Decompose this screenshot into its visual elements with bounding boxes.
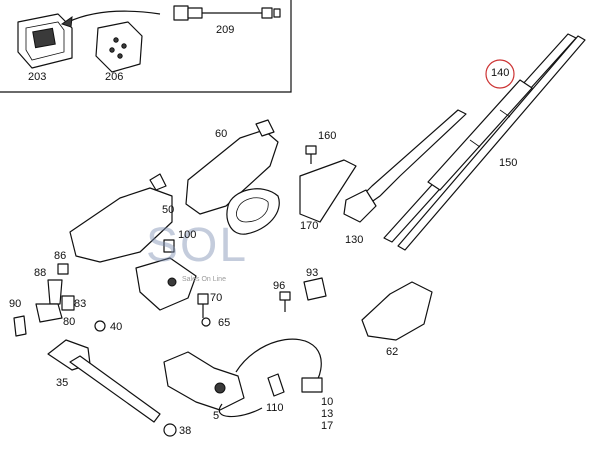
- part-203-connector-block: [17, 13, 73, 69]
- label-35: 35: [56, 377, 69, 389]
- part-130-wiper-arm: [343, 109, 467, 223]
- label-110: 110: [266, 402, 284, 414]
- label-88: 88: [34, 267, 47, 279]
- part-86-nut: [57, 263, 69, 275]
- part-10-connector: [301, 377, 323, 393]
- label-86: 86: [54, 250, 67, 262]
- label-70: 70: [210, 292, 223, 304]
- part-seal-ring: [226, 188, 280, 235]
- label-50: 50: [162, 204, 175, 216]
- part-60-cover: [185, 119, 279, 215]
- watermark-tagline: Sales On Line: [182, 276, 226, 283]
- label-38: 38: [179, 425, 192, 437]
- label-13: 13: [321, 408, 334, 420]
- highlight-circle: [485, 59, 515, 89]
- inset-frame: [0, 0, 292, 93]
- part-50-housing: [69, 173, 173, 263]
- label-203: 203: [28, 71, 47, 83]
- label-10: 10: [321, 396, 334, 408]
- label-5: 5: [213, 410, 220, 422]
- part-110-grommet: [267, 373, 285, 397]
- label-83: 83: [74, 298, 87, 310]
- part-206-socket: [95, 21, 143, 73]
- part-62-bracket: [361, 281, 433, 341]
- arrow-line: [67, 10, 161, 23]
- part-83-spring: [61, 295, 75, 311]
- label-40: 40: [110, 321, 123, 333]
- label-60: 60: [215, 128, 228, 140]
- label-17: 17: [321, 420, 334, 432]
- label-160: 160: [318, 130, 337, 142]
- label-170: 170: [300, 220, 319, 232]
- part-90-clip: [13, 315, 27, 337]
- part-70-bolt: [197, 293, 211, 327]
- label-62: 62: [386, 346, 399, 358]
- label-93: 93: [306, 267, 319, 279]
- label-206: 206: [105, 71, 124, 83]
- part-150-wiper-blade: [383, 33, 586, 251]
- label-80: 80: [63, 316, 76, 328]
- arrow-head: [60, 15, 73, 28]
- part-35-linkage-rod: [47, 339, 177, 437]
- label-150: 150: [499, 157, 518, 169]
- part-96-screw: [279, 291, 291, 312]
- part-40-washer: [94, 320, 106, 332]
- part-88-bolt: [47, 279, 63, 305]
- part-160-screw: [305, 145, 317, 164]
- label-96: 96: [273, 280, 286, 292]
- watermark-logo: SOL: [146, 219, 249, 272]
- part-80-bracket: [35, 303, 63, 323]
- label-140: 140: [491, 67, 510, 79]
- label-90: 90: [9, 298, 22, 310]
- part-93-clip: [303, 277, 327, 301]
- part-5-wiper-motor: [163, 338, 322, 418]
- label-130: 130: [345, 234, 364, 246]
- part-140-wiper-frame: [427, 79, 533, 191]
- label-209: 209: [216, 24, 235, 36]
- label-100: 100: [178, 229, 197, 241]
- label-65: 65: [218, 317, 231, 329]
- part-209-cable-plug: [173, 5, 281, 21]
- part-linkage-assembly: [135, 239, 197, 311]
- part-170-cover: [299, 159, 357, 223]
